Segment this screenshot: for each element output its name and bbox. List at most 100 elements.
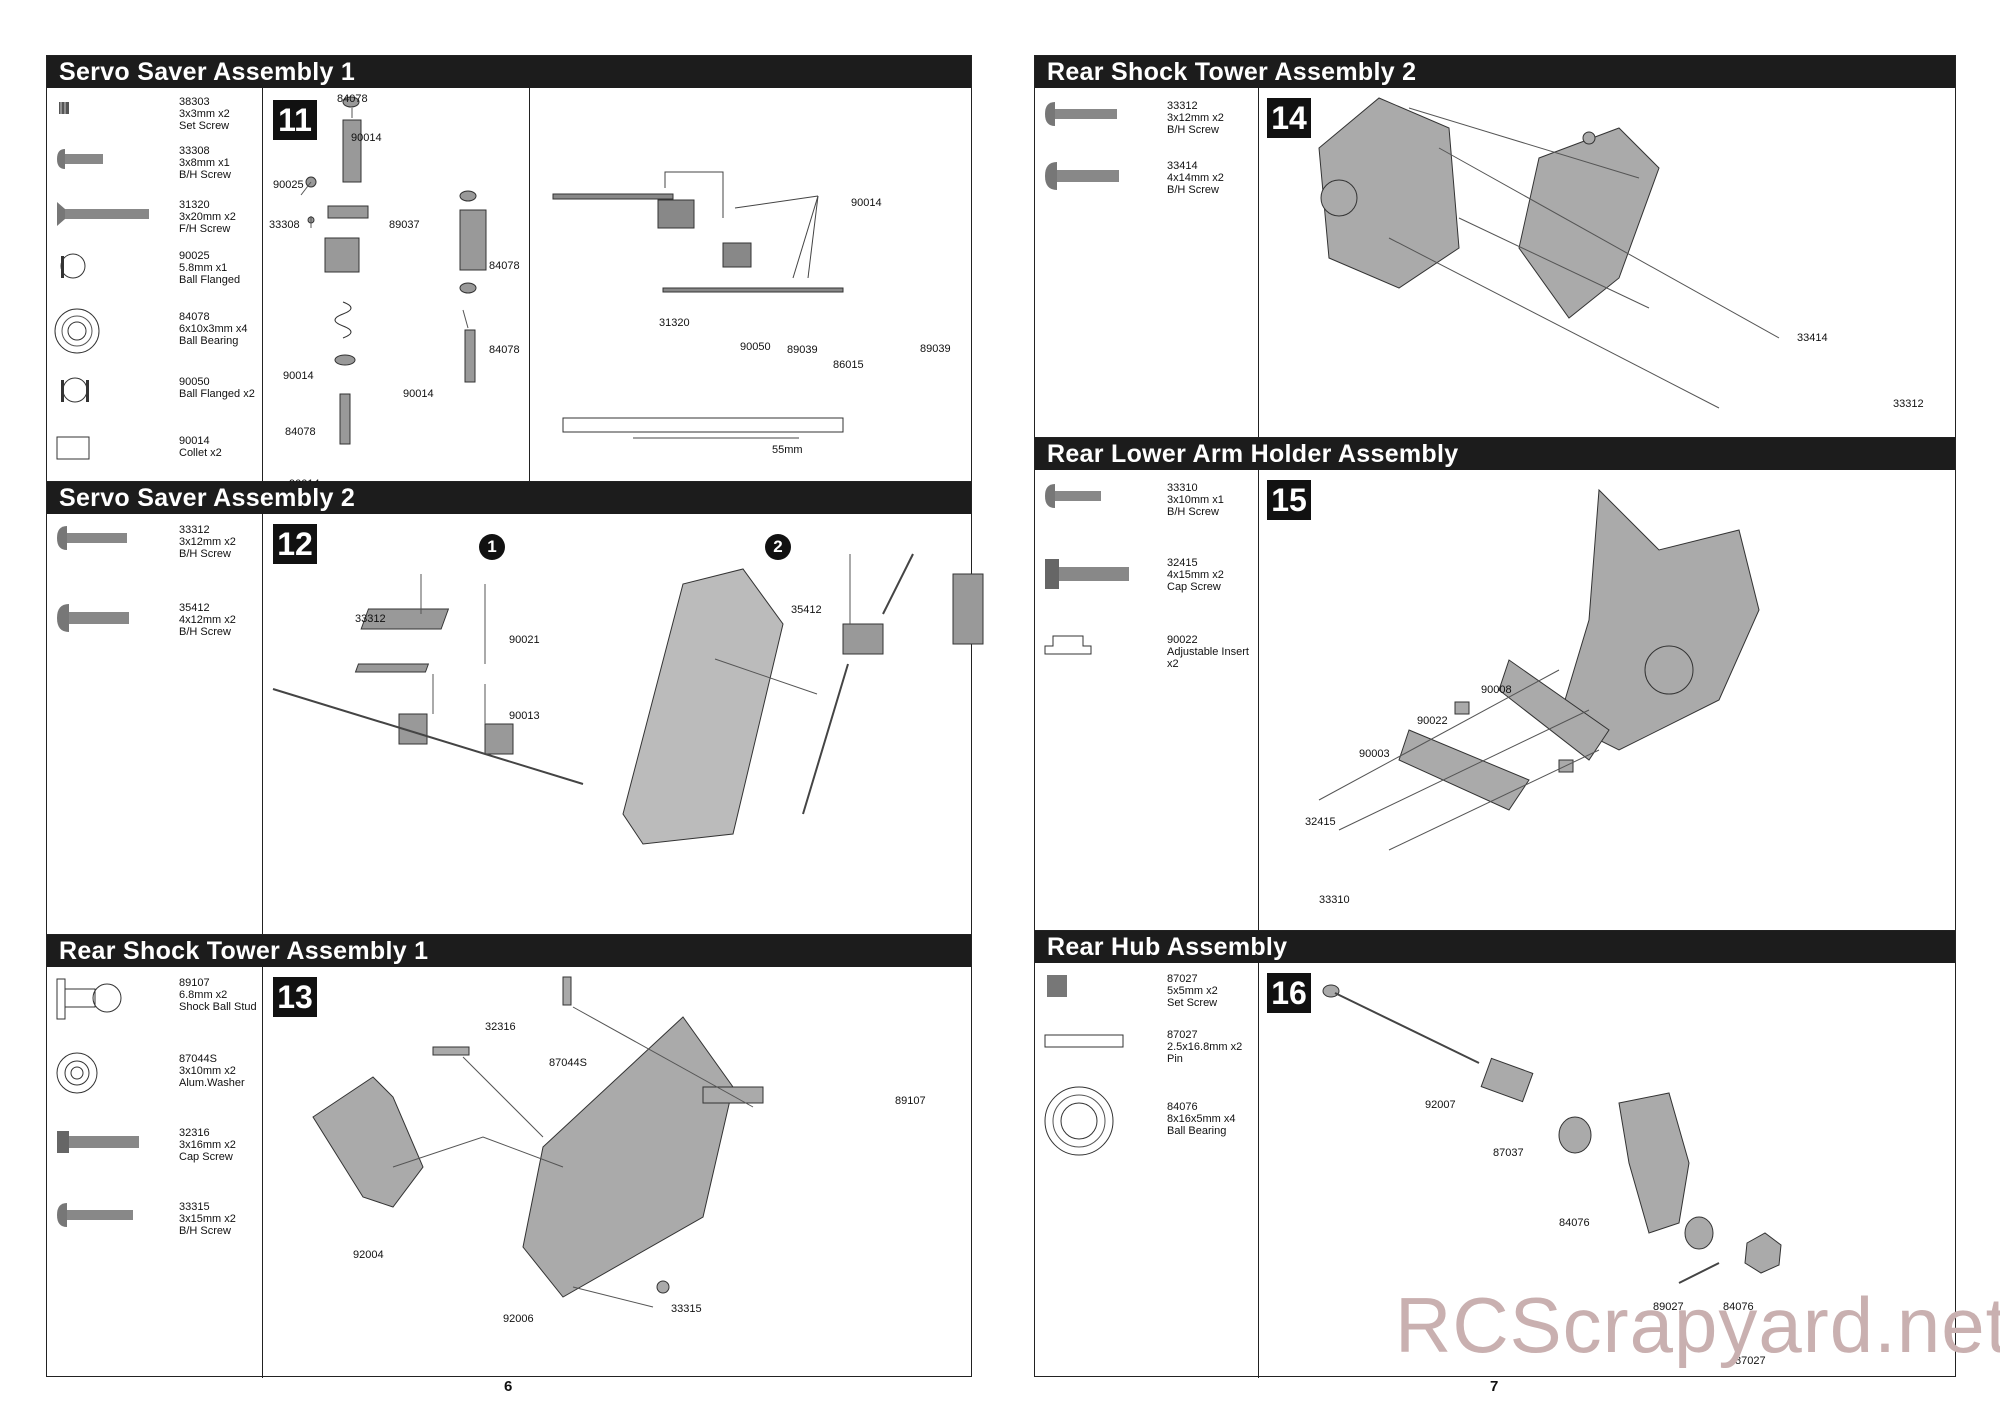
ball-flanged-icon: [55, 374, 167, 426]
part-callout-label: 92006: [503, 1313, 534, 1325]
part-callout-label: 90008: [1481, 684, 1512, 696]
part-spec-text: 3x12mm x2: [179, 536, 236, 548]
part-callout-label: 92004: [353, 1249, 384, 1261]
part-callout-label: 90022: [1417, 715, 1448, 727]
step-13-diagram: 13 32316 87044S 89107: [263, 967, 971, 1378]
part-callout-label: 90014: [403, 388, 434, 400]
ball-bearing-icon: [54, 308, 167, 361]
dimension-label: 55mm: [772, 444, 803, 456]
step-number: 15: [1267, 480, 1311, 520]
part-spec-text: 6x10x3mm x4: [179, 323, 248, 335]
step-11-title: Servo Saver Assembly 1: [47, 56, 971, 88]
step-11-diagram: 11: [263, 88, 971, 490]
step-12-title: Servo Saver Assembly 2: [47, 482, 971, 514]
step-16-diagram: 16 92007 87037 84076 89027 84076: [1259, 963, 1955, 1378]
collet-icon: [55, 433, 167, 485]
part-spec-text: 87027: [1167, 1029, 1198, 1041]
part-spec-text: Set Screw: [179, 120, 230, 132]
part-callout-label: 90014: [851, 197, 882, 209]
part-callout-label: 89039: [787, 344, 818, 356]
part-spec-text: 4x14mm x2: [1167, 172, 1224, 184]
part-callout-label: 84076: [1559, 1217, 1590, 1229]
part-spec-text: 90014: [179, 435, 210, 447]
part-callout-label: 32415: [1305, 816, 1336, 828]
part-spec-text: B/H Screw: [179, 1225, 231, 1237]
part-spec-text: 5.8mm x1: [179, 262, 228, 274]
part-callout-label: 90021: [509, 634, 540, 646]
step-number: 11: [273, 100, 317, 140]
part-spec-text: B/H Screw: [1167, 124, 1219, 136]
part-spec-text: F/H Screw: [179, 223, 231, 235]
page-number-left: 6: [504, 1378, 513, 1395]
part-spec-text: 4x12mm x2: [179, 614, 236, 626]
step-number: 13: [273, 977, 317, 1017]
part-spec-text: Ball Bearing: [1167, 1125, 1227, 1137]
part-spec-text: 3x20mm x2: [179, 211, 236, 223]
part-spec-text: 6.8mm x2: [179, 989, 228, 1001]
part-spec-text: 3x12mm x2: [1167, 112, 1224, 124]
part-spec-text: B/H Screw: [179, 626, 231, 638]
part-spec-text: 3x10mm x2: [179, 1065, 236, 1077]
step-number: 16: [1267, 973, 1311, 1013]
step-number: 14: [1267, 98, 1311, 138]
part-spec-text: Ball Bearing: [179, 335, 239, 347]
part-spec-text: 3x8mm x1: [179, 157, 230, 169]
part-callout-label: 84078: [489, 260, 520, 272]
part-callout-label: 84078: [337, 93, 368, 105]
part-spec-text: 84076: [1167, 1101, 1198, 1113]
rear-shock-tower-diagram-1: [312, 976, 764, 1308]
step-14-diagram: 14 33414 33312: [1259, 88, 1955, 437]
part-spec-text: Cap Screw: [179, 1151, 233, 1163]
part-callout-label: 86015: [833, 359, 864, 371]
part-spec-text: 33310: [1167, 482, 1198, 494]
cap-screw-icon: [55, 1125, 167, 1177]
part-spec-text: 2.5x16.8mm x2: [1167, 1041, 1243, 1053]
part-spec-text: 4x15mm x2: [1167, 569, 1224, 581]
part-spec-text: 33315: [179, 1201, 210, 1213]
bh-screw-icon: [1043, 158, 1155, 210]
part-spec-text: 33312: [179, 524, 210, 536]
part-callout-label: 33312: [355, 613, 386, 625]
part-callout-label: 33315: [671, 1303, 702, 1315]
step-13-title: Rear Shock Tower Assembly 1: [47, 935, 971, 967]
servo-saver-installation-diagram: [272, 553, 984, 845]
part-callout-label: 92007: [1425, 1099, 1456, 1111]
part-callout-label: 87044S: [549, 1057, 587, 1069]
watermark: RCScrapyard.net: [1395, 1281, 2000, 1369]
ball-bearing-icon: [1043, 1085, 1155, 1156]
part-spec-text: 87027: [1167, 973, 1198, 985]
bh-screw-icon: [55, 1199, 167, 1251]
part-spec-text: 5x5mm x2: [1167, 985, 1218, 997]
part-spec-text: 87044S: [179, 1053, 217, 1065]
